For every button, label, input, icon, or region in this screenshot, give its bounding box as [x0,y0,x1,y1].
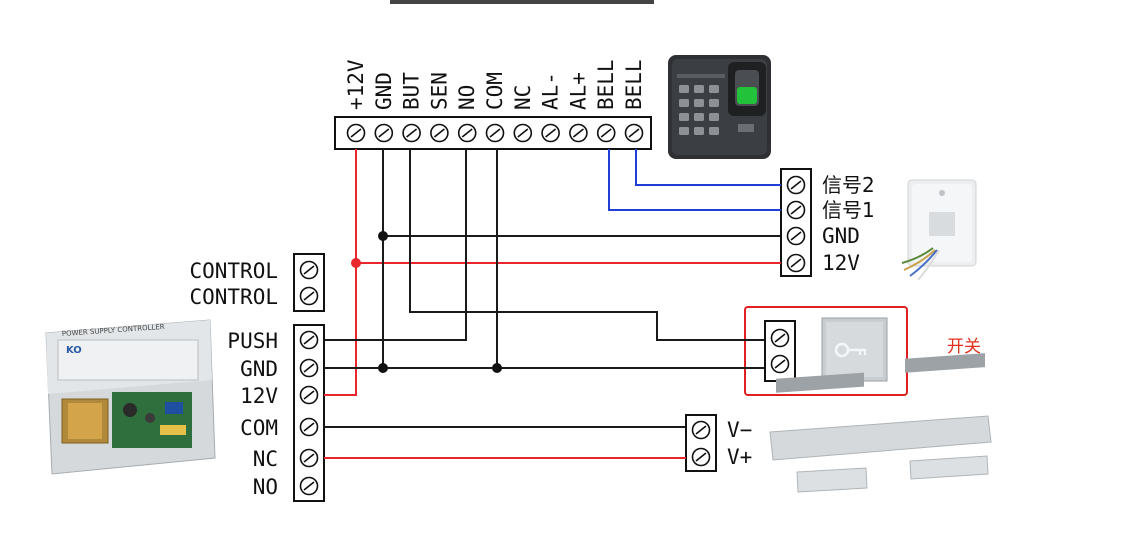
reader-terminal-screw [786,200,806,220]
top-terminal-screw [541,123,560,143]
power-terminal-screw [299,476,319,496]
top-terminal-label: GND [372,72,396,110]
top-terminal-screw [346,123,366,143]
power-terminal-label: NO [253,475,278,499]
power-terminal-label: NC [253,447,278,471]
top-terminal-screw [569,123,588,143]
lock-terminal-screw [691,447,711,467]
reader-terminal-label: GND [822,224,860,248]
keypad-key [694,99,704,107]
top-divider-bar [390,0,654,4]
top-terminal-screw [402,123,421,143]
junction-dot [492,363,502,373]
power-supply-brand: KO [66,345,82,356]
exit-switch-assembly [744,306,908,396]
power-terminal-screw [299,385,319,405]
power-terminal-housing [293,324,325,502]
top-terminal-label: AL- [539,72,563,110]
switch-note-label: 开关 [947,337,981,357]
power-terminal-screw [299,358,319,378]
switch-highlight-box [744,306,908,396]
top-terminal-screw [457,123,477,143]
power-supply-image: POWER SUPPLY CONTROLLER KO [45,319,216,475]
top-terminal-label: BUT [400,72,424,110]
keypad-key [709,99,719,107]
power-terminal-label: PUSH [227,329,278,353]
control-terminal-screw [299,260,319,280]
top-terminal-screw [513,123,533,143]
reader-terminal-screw [786,226,806,246]
wire-bell-1 [608,149,781,211]
junction-dot [351,258,361,268]
top-terminal-screw [430,123,449,143]
keypad-key [709,127,719,135]
junction-dot [378,363,388,373]
lock-terminal-screw [691,420,711,440]
reader-terminal-label: 12V [822,251,860,275]
junction-dot [378,231,388,241]
top-terminal-screw [374,123,394,143]
keypad-key [709,85,719,93]
top-terminal-screw [624,123,644,143]
wire-no-push [324,149,467,341]
wire-12v-red [324,149,357,396]
power-terminal-block: PUSH GND 12V COM NC NO [227,324,325,502]
reader-terminal-screw [786,253,806,273]
power-terminal-screw [299,417,319,437]
keypad-key [679,99,689,107]
lock-terminal-label: V+ [727,445,752,469]
top-terminal-label: AL+ [566,72,590,110]
keypad-key [679,113,689,121]
switch-terminal-screw [770,354,790,374]
fingerprint-reader-image [668,55,771,159]
wire-bell-2 [635,149,781,186]
doorbell-image [901,179,977,281]
lock-terminal-block: V− V+ [685,414,752,472]
reader-terminal-screw [786,175,806,195]
keypad-key [709,113,719,121]
wires [324,149,781,459]
top-terminal-label: +12V [344,59,368,110]
control-terminal-screw [299,286,319,306]
exit-button-image [821,317,888,382]
keypad-key [679,127,689,135]
keypad-key [679,85,689,93]
top-terminal-label: BELL [622,59,646,110]
keypad-key [694,113,704,121]
wire-but [409,149,765,341]
top-terminal-screw [485,123,505,143]
control-terminal-label: CONTROL [189,285,278,309]
power-terminal-label: GND [240,357,278,381]
top-terminal-screw [596,123,616,143]
reader-terminal-label: 信号2 [822,173,875,197]
keypad-key [694,127,704,135]
top-terminal-label: SEN [427,72,451,110]
reader-terminal-label: 信号1 [822,198,875,222]
power-terminal-label: COM [240,416,278,440]
keypad-key [694,85,704,93]
power-terminal-screw [299,448,319,468]
lock-terminal-label: V− [727,418,752,442]
switch-terminal-screw [770,328,790,348]
top-terminal-label: NC [511,85,535,110]
power-terminal-label: 12V [240,384,278,408]
top-terminal-label: BELL [594,59,618,110]
key-icon [834,342,866,358]
magnetic-lock-image [769,353,992,493]
power-terminal-screw [299,330,319,350]
control-terminal-label: CONTROL [189,259,278,283]
top-terminal-label: COM [483,72,507,110]
top-terminal-label: NO [455,85,479,110]
